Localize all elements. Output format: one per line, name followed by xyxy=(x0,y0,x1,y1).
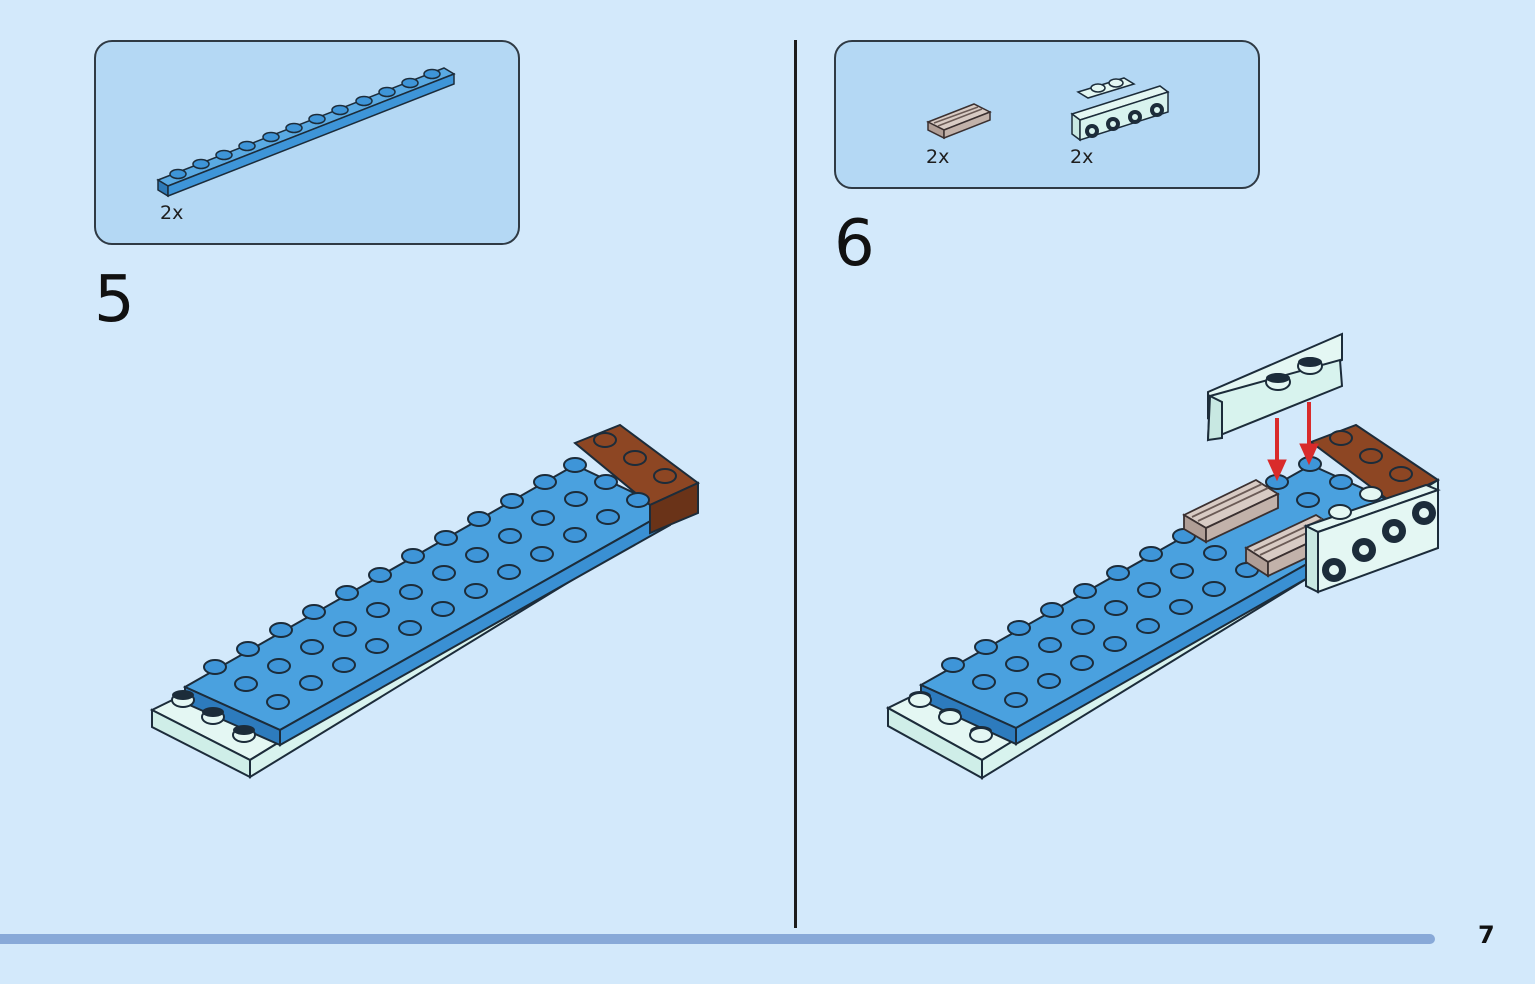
blue-plate-1x12-icon xyxy=(156,67,456,198)
step-6-assembly-illustration xyxy=(885,332,1441,780)
mint-bracket-icon xyxy=(1070,77,1170,142)
part-quantity: 2x xyxy=(926,146,950,168)
step-number: 6 xyxy=(834,207,875,281)
part-quantity: 2x xyxy=(1070,146,1094,168)
step-5-assembly-illustration xyxy=(149,423,700,779)
step-6-parts-callout: 2x 2x xyxy=(834,40,1260,189)
part-quantity: 2x xyxy=(160,202,184,224)
page-number: 7 xyxy=(1478,921,1495,949)
tan-grille-tile-icon xyxy=(926,103,992,140)
step-5-parts-callout: 2x xyxy=(94,40,520,245)
page-progress-bar xyxy=(0,934,1435,944)
step-number: 5 xyxy=(94,263,135,337)
step-divider xyxy=(794,40,797,928)
